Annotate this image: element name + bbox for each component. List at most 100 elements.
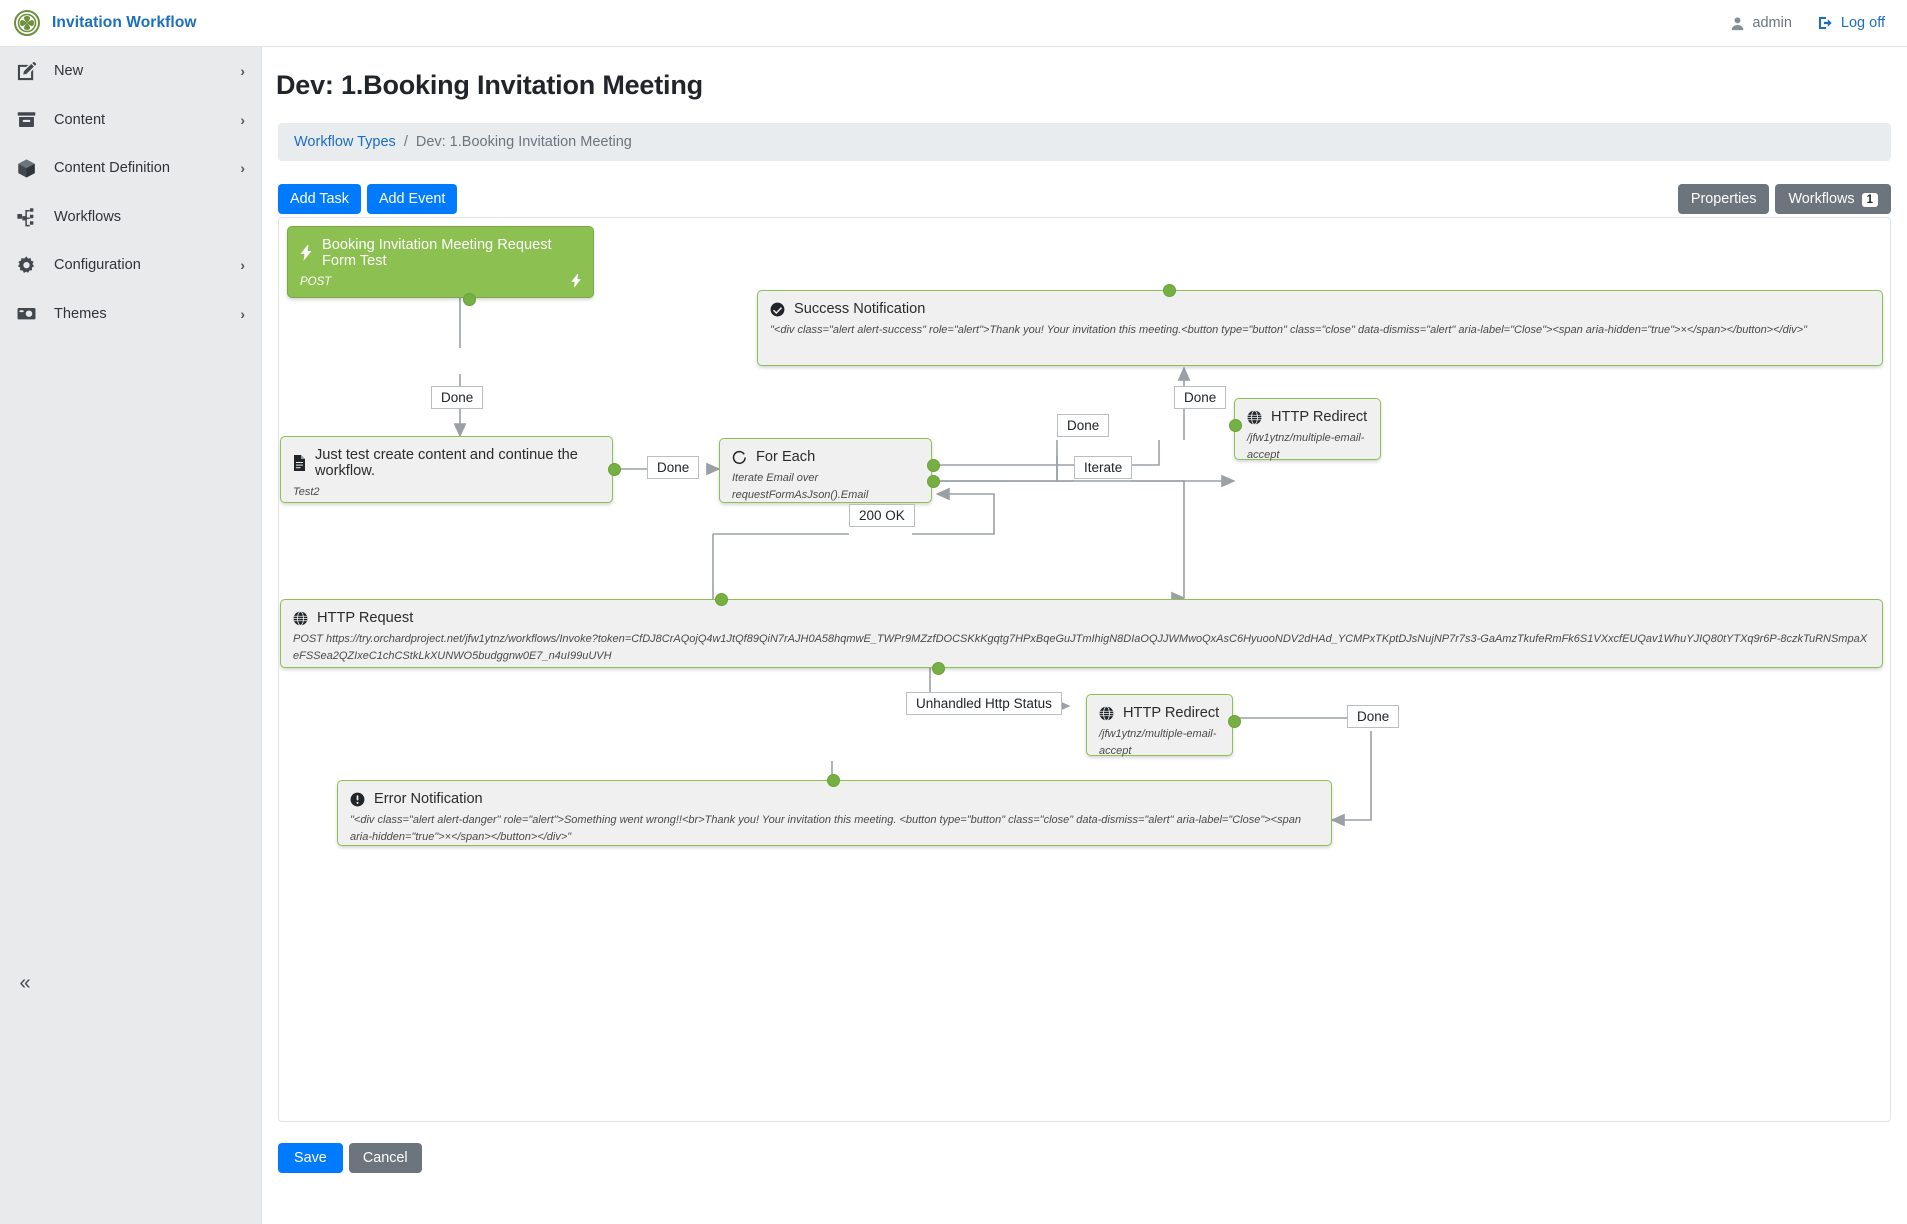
node-title: HTTP Redirect	[1271, 409, 1368, 425]
edge-label-unhandled-http-status[interactable]: Unhandled Http Status	[906, 692, 1062, 715]
workflow-node-for-each[interactable]: For Each Iterate Email over requestFormA…	[719, 438, 940, 503]
workflow-node-http-redirect-bottom[interactable]: HTTP Redirect /jfw1ytnz/multiple-email-a…	[1086, 694, 1241, 757]
node-header: HTTP Redirect	[1235, 399, 1380, 425]
edge-label-done[interactable]: Done	[431, 386, 484, 409]
node-header: HTTP Redirect	[1087, 695, 1232, 721]
node-header: Error Notification	[338, 781, 1331, 807]
lightning-bolt-icon	[300, 245, 313, 261]
sidebar-item-label: Themes	[54, 305, 107, 322]
cancel-button[interactable]: Cancel	[348, 1143, 422, 1173]
edge-label-done[interactable]: Done	[647, 456, 700, 479]
log-off-button[interactable]: Log off	[1818, 15, 1885, 31]
add-task-button[interactable]: Add Task	[278, 184, 361, 214]
user-icon	[1730, 16, 1745, 31]
breadcrumb-separator: /	[403, 134, 408, 150]
node-port-out[interactable]	[463, 293, 476, 306]
workflow-node-http-request[interactable]: HTTP Request POST https://try.orchardpro…	[280, 593, 1883, 675]
edge-label-done[interactable]: Done	[1057, 414, 1110, 437]
node-port-out-iterate[interactable]	[927, 475, 940, 488]
save-button[interactable]: Save	[278, 1143, 343, 1173]
node-subtitle: /jfw1ytnz/multiple-email-accept	[1247, 432, 1365, 462]
node-subtitle: Iterate Email over requestFormAsJson().E…	[732, 472, 869, 502]
breadcrumb-current: Dev: 1.Booking Invitation Meeting	[415, 134, 632, 150]
brand[interactable]: Invitation Workflow	[0, 10, 262, 36]
node-header: For Each	[720, 439, 931, 465]
camera-icon	[16, 303, 46, 324]
node-port-out[interactable]	[608, 463, 621, 476]
top-bar-right: admin Log off	[1730, 15, 1907, 31]
logout-icon	[1818, 15, 1834, 31]
node-title: HTTP Request	[317, 610, 414, 626]
chevron-right-icon: ›	[240, 111, 245, 128]
node-port-out[interactable]	[1228, 715, 1241, 728]
sidebar-item-configuration[interactable]: Configuration ›	[0, 241, 261, 290]
node-port-out-done[interactable]	[927, 459, 940, 472]
breadcrumb: Workflow Types / Dev: 1.Booking Invitati…	[278, 123, 1891, 161]
node-port-in[interactable]	[1163, 284, 1176, 297]
footer-actions: Save Cancel	[278, 1143, 422, 1173]
loop-circle-icon	[732, 450, 747, 465]
sidebar-item-label: Content	[54, 111, 106, 128]
toolbar: Add Task Add Event Properties Workflows 1	[278, 177, 1891, 221]
breadcrumb-link-workflow-types[interactable]: Workflow Types	[294, 134, 396, 150]
globe-icon	[1247, 409, 1262, 425]
workflow-node-create-content[interactable]: Just test create content and continue th…	[280, 436, 621, 503]
edge-label-200-ok[interactable]: 200 OK	[849, 504, 915, 527]
main-content: Dev: 1.Booking Invitation Meeting Workfl…	[262, 47, 1907, 1224]
top-bar: Invitation Workflow admin Log off	[0, 0, 1907, 47]
chevron-right-icon: ›	[240, 257, 245, 274]
edge-label-iterate[interactable]: Iterate	[1074, 456, 1133, 479]
workflow-node-http-redirect-top[interactable]: HTTP Redirect /jfw1ytnz/multiple-email-a…	[1229, 398, 1381, 461]
node-subtitle: /jfw1ytnz/multiple-email-accept	[1099, 728, 1217, 758]
sidebar-collapse-button[interactable]: «	[0, 960, 50, 1006]
node-title: Just test create content and continue th…	[315, 447, 578, 479]
node-header: HTTP Request	[281, 600, 1882, 626]
user-menu[interactable]: admin	[1730, 15, 1792, 31]
globe-icon	[1099, 705, 1114, 721]
exclamation-circle-icon	[350, 792, 365, 807]
orchard-logo-icon	[14, 10, 40, 36]
workflow-node-start[interactable]: Booking Invitation Meeting Request Form …	[287, 226, 594, 306]
cube-icon	[16, 158, 46, 179]
sidebar-item-themes[interactable]: Themes ›	[0, 290, 261, 339]
user-name: admin	[1752, 15, 1792, 31]
sidebar-item-label: Configuration	[54, 257, 141, 274]
check-circle-icon	[770, 302, 785, 317]
node-title: For Each	[756, 449, 816, 465]
chevron-right-icon: ›	[240, 305, 245, 322]
add-event-button[interactable]: Add Event	[366, 184, 458, 214]
workflows-button-label: Workflows	[1788, 191, 1855, 207]
sidebar-item-workflows[interactable]: Workflows	[0, 193, 261, 242]
edge-label-done-bottom[interactable]: Done	[1347, 705, 1400, 728]
node-subtitle: POST https://try.orchardproject.net/jfw1…	[293, 633, 1868, 663]
node-header: Success Notification	[758, 291, 1882, 317]
globe-icon	[293, 610, 308, 626]
node-title: Success Notification	[794, 301, 926, 317]
sidebar-item-new[interactable]: New ›	[0, 47, 261, 96]
lightning-bolt-icon	[571, 274, 582, 288]
properties-button[interactable]: Properties	[1677, 184, 1770, 214]
archive-box-icon	[16, 109, 46, 130]
node-title: Error Notification	[374, 791, 483, 807]
node-port-in[interactable]	[827, 774, 840, 787]
workflows-button[interactable]: Workflows 1	[1775, 184, 1891, 214]
node-port-in[interactable]	[1229, 419, 1242, 432]
node-subtitle: "<div class="alert alert-danger" role="a…	[350, 814, 1301, 844]
workflow-canvas[interactable]: Booking Invitation Meeting Request Form …	[278, 217, 1891, 1122]
workflows-count-badge: 1	[1861, 193, 1878, 207]
sidebar-item-content-definition[interactable]: Content Definition ›	[0, 144, 261, 193]
node-subtitle: POST	[300, 276, 332, 288]
sidebar-item-label: Workflows	[54, 208, 122, 225]
node-title: Booking Invitation Meeting Request Form …	[322, 237, 552, 269]
pencil-square-icon	[16, 61, 46, 82]
sidebar-item-label: Content Definition	[54, 160, 171, 177]
edge-label-done-redirect[interactable]: Done	[1174, 386, 1227, 409]
workflow-node-success-notification[interactable]: Success Notification "<div class="alert …	[757, 284, 1883, 366]
sidebar-item-content[interactable]: Content ›	[0, 96, 261, 145]
node-port-out[interactable]	[932, 662, 945, 675]
workflow-node-error-notification[interactable]: Error Notification "<div class="alert al…	[337, 774, 1332, 846]
brand-title: Invitation Workflow	[52, 14, 197, 31]
toolbar-right: Properties Workflows 1	[1677, 184, 1891, 214]
node-subtitle: Test2	[293, 486, 320, 498]
node-port-in[interactable]	[715, 593, 728, 606]
